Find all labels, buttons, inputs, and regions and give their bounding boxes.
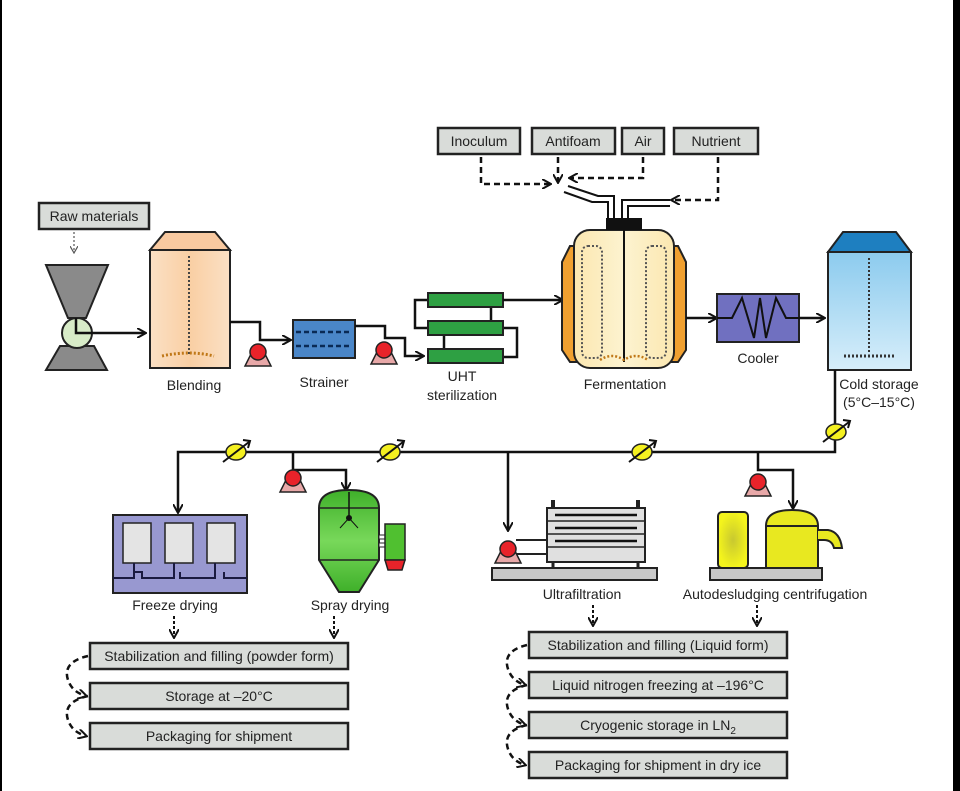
cold-storage-label-line2: (5°C–15°C): [843, 394, 915, 410]
spray-dryer-icon: [318, 488, 407, 593]
ultrafiltration-icon: [491, 500, 658, 581]
blending-tank-icon: [147, 231, 233, 369]
svg-text:Inoculum: Inoculum: [451, 133, 508, 149]
strainer-icon: [292, 319, 356, 359]
nutrient-feed-line: [672, 157, 720, 200]
pump-icon: [744, 473, 772, 497]
svg-text:Stabilization and filling (Liq: Stabilization and filling (Liquid form): [548, 637, 769, 653]
liquid-flow-arrow: [505, 683, 527, 725]
raw-materials-box: Raw materials: [37, 201, 151, 231]
centrifuge-icon: [709, 508, 844, 581]
liquid-step-2: Liquid nitrogen freezing at –196°C: [527, 670, 789, 700]
pump-icon: [370, 341, 398, 365]
svg-text:Raw materials: Raw materials: [50, 208, 139, 224]
powder-flow-arrow: [65, 694, 88, 736]
pipe-to-spray-dryer: [291, 452, 346, 490]
valve-icon[interactable]: [222, 439, 251, 463]
svg-text:Packaging for shipment: Packaging for shipment: [146, 728, 292, 744]
liquid-flow-arrow: [505, 723, 527, 765]
pump-icon: [279, 469, 307, 493]
svg-text:Stabilization and filling (pow: Stabilization and filling (powder form): [104, 648, 334, 664]
pipe-strainer-to-uht: [355, 324, 423, 356]
powder-step-2: Storage at –20°C: [88, 681, 350, 711]
valve-icon[interactable]: [628, 439, 657, 463]
valve-icon[interactable]: [822, 419, 851, 443]
inoculum-box: Inoculum: [436, 126, 522, 156]
centrifugation-label: Autodesludging centrifugation: [683, 586, 867, 602]
uht-sterilizer-icon: [413, 292, 519, 364]
svg-text:Antifoam: Antifoam: [545, 133, 600, 149]
svg-text:Cryogenic storage in LN2: Cryogenic storage in LN2: [580, 717, 736, 737]
uht-label-line2: sterilization: [427, 387, 497, 403]
svg-text:Packaging for shipment in dry: Packaging for shipment in dry ice: [555, 757, 761, 773]
svg-text:Storage at –20°C: Storage at –20°C: [165, 688, 273, 704]
valve-icon[interactable]: [376, 439, 405, 463]
freeze-drying-label: Freeze drying: [132, 597, 218, 613]
uht-label-line1: UHT: [448, 368, 477, 384]
pump-icon: [244, 343, 272, 367]
air-feed-line: [570, 157, 645, 178]
cold-storage-tank-icon: [826, 231, 913, 371]
liquid-step-1: Stabilization and filling (Liquid form): [527, 630, 789, 660]
fermenter-inlets: [563, 185, 670, 218]
powder-step-1: Stabilization and filling (powder form): [88, 641, 350, 671]
liquid-flow-arrow: [505, 643, 527, 685]
antifoam-box: Antifoam: [530, 126, 617, 156]
pipe-blending-to-strainer: [230, 320, 290, 340]
liquid-step-4: Packaging for shipment in dry ice: [527, 750, 789, 780]
liquid-step-3: Cryogenic storage in LN2: [527, 710, 789, 740]
fermenter-icon: [561, 218, 687, 369]
spray-drying-label: Spray drying: [311, 597, 390, 613]
blending-label: Blending: [167, 377, 222, 393]
air-box: Air: [620, 126, 666, 156]
pipe-to-centrifuge: [756, 452, 793, 508]
hopper-mill-icon: [44, 264, 110, 371]
svg-text:Liquid nitrogen freezing at –1: Liquid nitrogen freezing at –196°C: [552, 677, 764, 693]
powder-step-3: Packaging for shipment: [88, 721, 350, 751]
liquid-step-3-text: Cryogenic storage in LN: [580, 717, 730, 733]
ultrafiltration-label: Ultrafiltration: [543, 586, 622, 602]
cooler-label: Cooler: [737, 350, 779, 366]
pump-icon: [494, 540, 522, 564]
distribution-pipe: [178, 370, 837, 512]
freeze-dryer-icon: [112, 514, 248, 594]
cold-storage-label-line1: Cold storage: [839, 376, 919, 392]
powder-flow-arrow: [65, 654, 88, 696]
subscript-2: 2: [730, 726, 736, 737]
inoculum-feed-line: [479, 157, 550, 184]
svg-text:Air: Air: [634, 133, 651, 149]
cooler-icon: [716, 293, 800, 343]
svg-text:Nutrient: Nutrient: [691, 133, 740, 149]
strainer-label: Strainer: [299, 374, 348, 390]
fermentation-label: Fermentation: [584, 376, 666, 392]
nutrient-box: Nutrient: [672, 126, 760, 156]
